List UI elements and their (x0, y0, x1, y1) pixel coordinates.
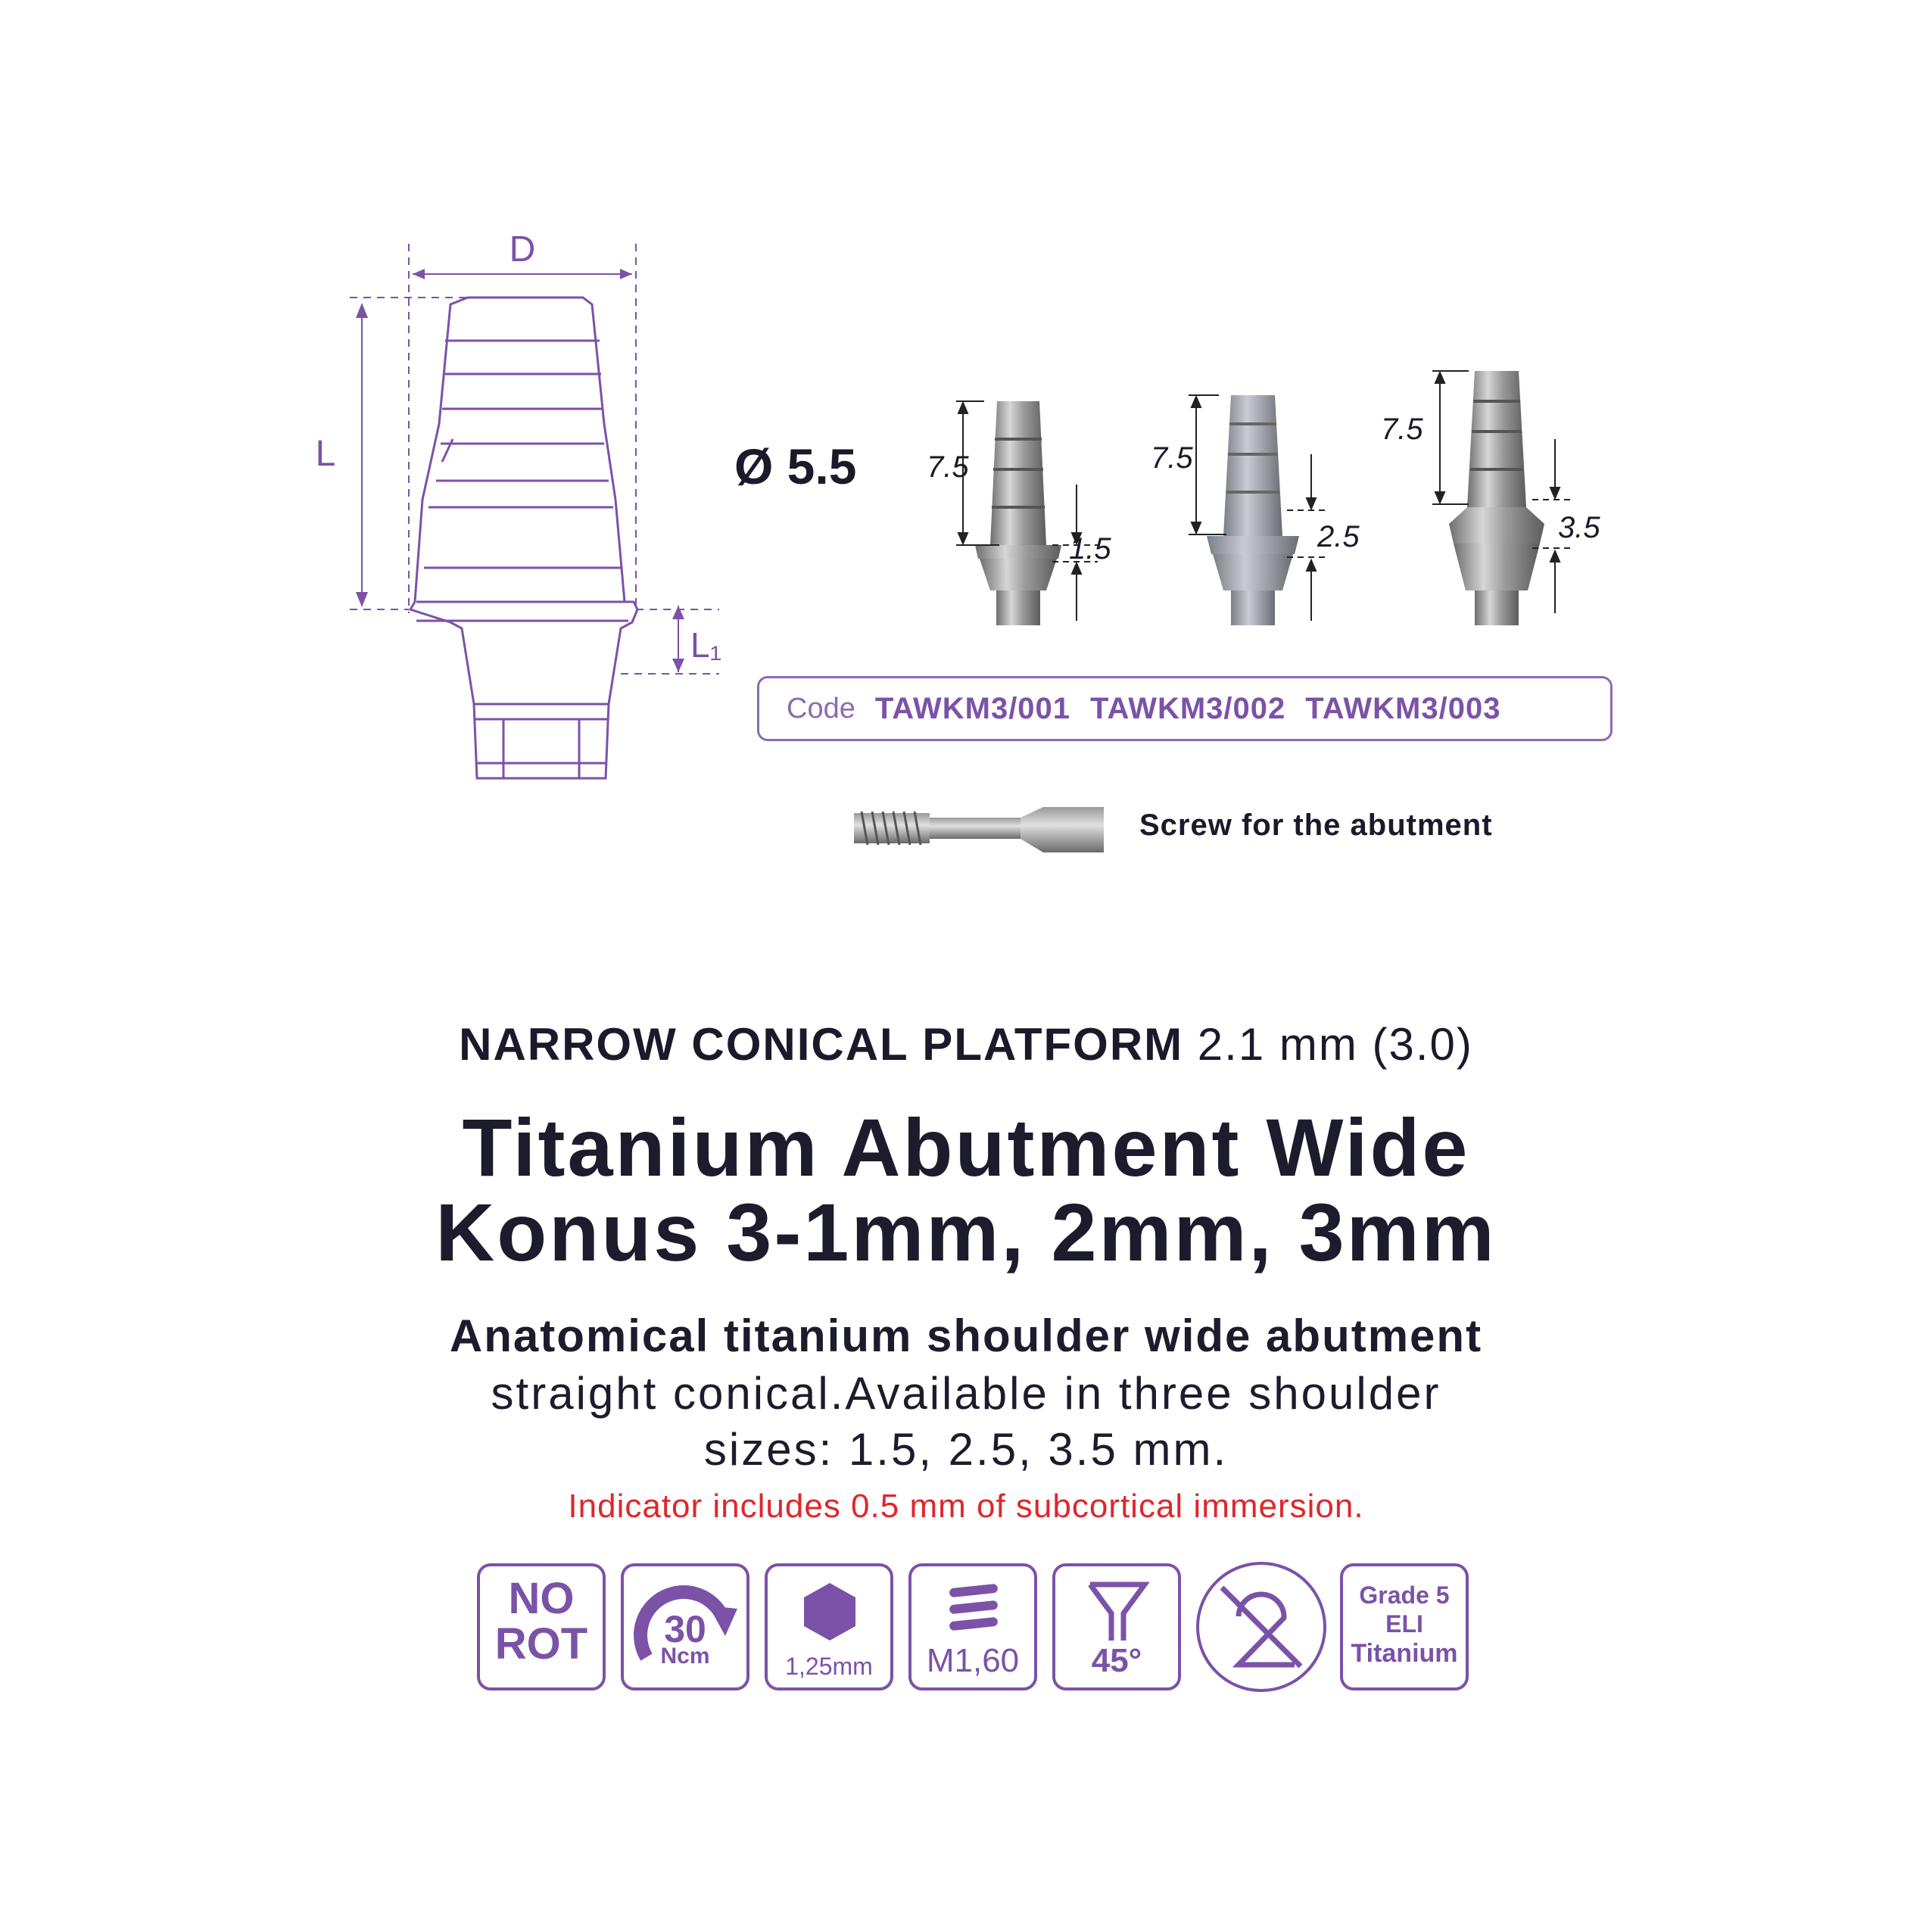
code-label: Code (787, 692, 855, 724)
code-value-1: TAWKM3/001 (874, 691, 1071, 725)
titanium-grade-badge: Grade 5 ELI Titanium (1340, 1563, 1469, 1690)
hexagon-icon (804, 1583, 855, 1641)
abutment-1: 7.5 1.5 (927, 400, 1111, 625)
warning-note: Indicator includes 0.5 mm of subcortical… (568, 1488, 1364, 1525)
hex-badge: 1,25mm (765, 1563, 893, 1690)
abutment-images: 7.5 1.5 7.5 2.5 (927, 370, 1600, 625)
platform-size: 2.1 mm (3.0) (1197, 1019, 1473, 1070)
abutment-2: 7.5 2.5 (1151, 394, 1360, 625)
thread-icon (949, 1584, 998, 1631)
cone-angle-icon (1088, 1581, 1149, 1641)
description: straight conical.Available in three shou… (0, 1366, 1932, 1478)
do-not-reuse-icon (1220, 1585, 1303, 1669)
screw-image (854, 807, 1104, 852)
diameter-label: Ø 5.5 (734, 438, 857, 494)
title-line-1: Titanium Abutment Wide (462, 1102, 1470, 1193)
title-line-2: Konus 3-1mm, 2mm, 3mm (435, 1186, 1497, 1278)
code-value-3: TAWKM3/003 (1305, 691, 1501, 725)
code-box: Code TAWKM3/001 TAWKM3/002 TAWKM3/003 (757, 676, 1613, 741)
dimension-l-label: L (316, 434, 336, 474)
screw-label: Screw for the abutment (1139, 809, 1493, 842)
abutment-2-shoulder: 2.5 (1317, 520, 1360, 553)
single-use-badge (1196, 1562, 1326, 1692)
thread-badge: M1,60 (908, 1563, 1037, 1690)
technical-drawing: D L L₁ (316, 229, 721, 780)
page-title: Titanium Abutment Wide Konus 3-1mm, 2mm,… (0, 1105, 1932, 1275)
dimension-d-label: D (509, 229, 536, 270)
abutment-2-height: 7.5 (1151, 441, 1193, 475)
description-strong: Anatomical titanium shoulder wide abutme… (449, 1310, 1483, 1361)
description-line-2: sizes: 1.5, 2.5, 3.5 mm. (703, 1424, 1229, 1475)
code-value-2: TAWKM3/002 (1090, 691, 1286, 725)
abutment-3: 7.5 3.5 (1381, 370, 1600, 625)
torque-badge: 30 Ncm (621, 1563, 749, 1690)
abutment-1-shoulder: 1.5 (1069, 532, 1111, 566)
description-line-1: straight conical.Available in three shou… (491, 1368, 1441, 1419)
abutment-3-height: 7.5 (1381, 413, 1423, 446)
no-rotation-badge: NO ROT (477, 1563, 606, 1690)
platform-heading: NARROW CONICAL PLATFORM 2.1 mm (3.0) (0, 1018, 1932, 1070)
rotation-arrow-icon (634, 1585, 737, 1661)
platform-name: NARROW CONICAL PLATFORM (459, 1019, 1184, 1070)
dimension-l1-label: L₁ (690, 625, 721, 665)
angle-badge: 45° (1052, 1563, 1181, 1690)
abutment-1-height: 7.5 (927, 450, 969, 484)
abutment-3-shoulder: 3.5 (1558, 511, 1600, 544)
